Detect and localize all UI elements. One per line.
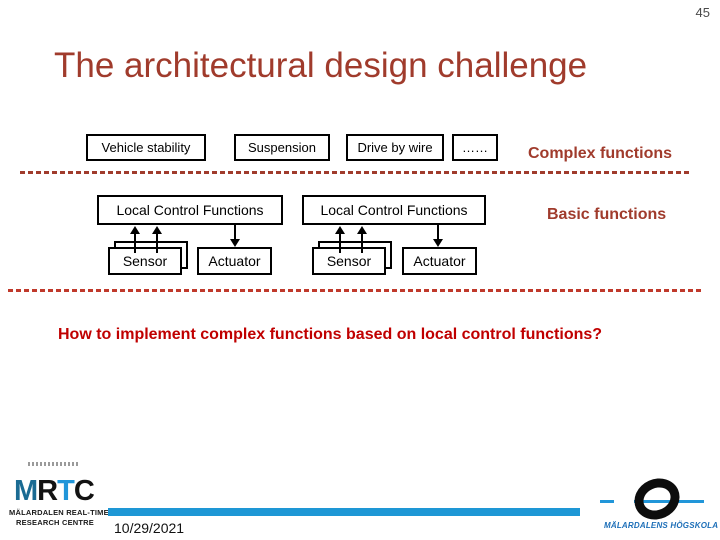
mdh-university-name: MÄLARDALENS HÖGSKOLA xyxy=(604,521,719,530)
mdh-emblem-icon xyxy=(627,471,687,527)
mrtc-halftone-pattern xyxy=(28,462,78,466)
actuator-box: Actuator xyxy=(197,247,272,275)
down-arrow-icon xyxy=(230,239,240,247)
sensor-box: Sensor xyxy=(312,247,386,275)
mrtc-letter-c: C xyxy=(73,475,95,507)
up-arrow-icon xyxy=(335,226,345,234)
up-arrow-icon xyxy=(152,226,162,234)
local-control-functions-box-1: Local Control Functions xyxy=(97,195,283,225)
down-arrow-icon xyxy=(433,239,443,247)
dashed-separator-top xyxy=(20,171,690,174)
local-control-functions-box-2: Local Control Functions xyxy=(302,195,486,225)
slide-date: 10/29/2021 xyxy=(114,520,185,536)
slide-title: The architectural design challenge xyxy=(54,46,588,85)
complex-functions-label: Complex functions xyxy=(528,145,673,162)
up-arrow-icon xyxy=(357,226,367,234)
mrtc-letter-m: M xyxy=(14,475,38,507)
actuator-box: Actuator xyxy=(402,247,477,275)
down-arrow-line xyxy=(234,225,236,240)
sensor-box: Sensor xyxy=(108,247,182,275)
up-arrow-line xyxy=(361,233,363,253)
question-text: How to implement complex functions based… xyxy=(58,326,603,343)
mrtc-subtitle-line2: RESEARCH CENTRE xyxy=(15,518,94,527)
basic-functions-label: Basic functions xyxy=(547,206,667,223)
up-arrow-line xyxy=(339,233,341,253)
page-number: 45 xyxy=(695,5,710,20)
mrtc-letter-t: T xyxy=(57,475,75,507)
up-arrow-line xyxy=(134,233,136,253)
down-arrow-line xyxy=(437,225,439,240)
box-suspension: Suspension xyxy=(234,134,330,161)
mrtc-logo: MRTC xyxy=(14,475,95,508)
mrtc-letter-r: R xyxy=(37,475,58,507)
mrtc-subtitle-line1: MÄLARDALEN REAL-TIME xyxy=(9,508,109,517)
up-arrow-line xyxy=(156,233,158,253)
up-arrow-icon xyxy=(130,226,140,234)
mdh-logo-line-left xyxy=(600,500,614,503)
box-ellipsis: …… xyxy=(452,134,498,161)
dashed-separator-bottom xyxy=(8,289,702,292)
footer-accent-bar xyxy=(108,508,580,516)
mdh-logo-line-right xyxy=(634,500,704,503)
box-drive-by-wire: Drive by wire xyxy=(346,134,444,161)
box-vehicle-stability: Vehicle stability xyxy=(86,134,206,161)
